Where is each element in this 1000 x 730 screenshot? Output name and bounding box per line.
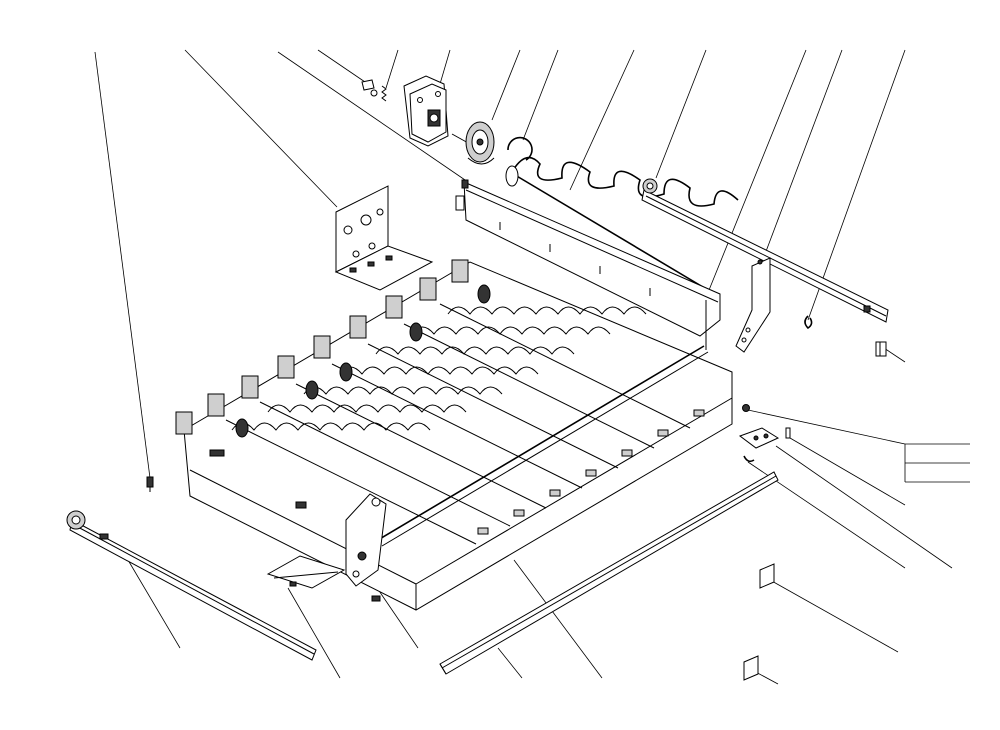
spring-part	[381, 85, 387, 102]
leader-line-left-rail	[127, 559, 181, 649]
leader-line-front-rail	[497, 647, 523, 679]
leader-line-nut	[747, 409, 906, 445]
leader-line-clip	[522, 49, 559, 141]
left-rail-part	[66, 510, 317, 661]
leader-line-spring	[385, 49, 399, 89]
side-bracket-part	[735, 257, 771, 353]
leader-line-latch	[775, 445, 953, 569]
coupler-wheel-part	[451, 121, 495, 165]
leader-line-pin	[317, 49, 369, 85]
clip-small-part	[743, 455, 755, 463]
clip-ring-part	[507, 136, 533, 161]
cross-bar-part	[377, 300, 709, 547]
small-pin-part	[785, 427, 791, 439]
front-slots	[477, 409, 705, 535]
stop-part	[875, 341, 887, 357]
leader-line-coupler	[491, 49, 521, 121]
back-panel-part	[455, 179, 721, 337]
slide-bracket-part	[266, 555, 381, 602]
lane-motors	[175, 259, 491, 438]
tray-lanes	[225, 303, 691, 545]
leader-line-label-1	[769, 579, 899, 653]
leader-line-spiral	[569, 49, 635, 191]
leader-line-bracket-plate	[184, 49, 338, 208]
leader-line-back-panel	[277, 51, 469, 183]
screw-part	[146, 476, 154, 492]
leader-line-spring-clip	[807, 49, 906, 321]
leader-line-screw-left	[94, 51, 151, 479]
leader-line-small-pin	[789, 437, 906, 506]
label-square-2	[743, 655, 759, 681]
leader-line-side-bracket	[761, 49, 843, 263]
spring-clip-part	[804, 315, 813, 330]
spiral-auger-part	[505, 156, 739, 297]
nut-part	[742, 404, 750, 412]
leader-line-slide	[287, 587, 341, 679]
front-rail-part	[439, 471, 779, 675]
leader-line-right-rail	[655, 49, 707, 179]
leader-line-tray	[513, 559, 603, 679]
lane-spirals	[231, 306, 647, 431]
leader-line-motor	[439, 49, 451, 85]
bracket-plate-part	[334, 185, 434, 291]
main-tray-part	[175, 259, 733, 611]
motor-housing-part	[403, 75, 449, 147]
label-square-1	[759, 563, 775, 589]
pin-part	[361, 79, 378, 97]
leader-line-divider	[704, 49, 807, 301]
leader-line-stop	[883, 347, 906, 363]
latch-plate-part	[738, 427, 780, 449]
handle-bracket-part	[345, 493, 387, 587]
right-rail-part	[641, 178, 889, 323]
